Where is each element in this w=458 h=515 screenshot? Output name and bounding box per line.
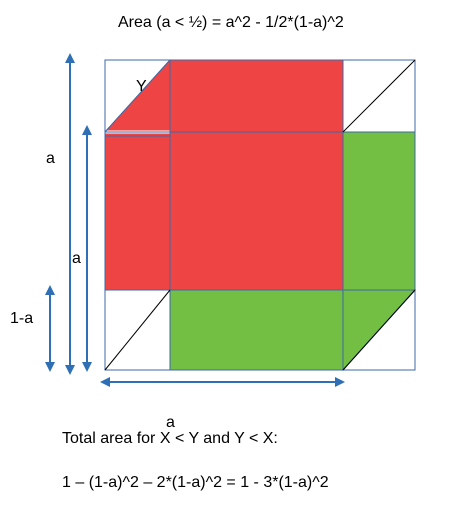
diag-top-right bbox=[342, 59, 416, 133]
footer-line-2: 1 – (1-a)^2 – 2*(1-a)^2 = 1 - 3*(1-a)^2 bbox=[62, 474, 329, 491]
label-one-minus-a: 1-a bbox=[10, 310, 34, 327]
page-title: Area (a < ½) = a^2 - 1/2*(1-a)^2 bbox=[118, 14, 344, 31]
label-a-outer: a bbox=[46, 150, 55, 167]
diag-bottom-right bbox=[342, 289, 416, 371]
label-y: Y bbox=[136, 78, 147, 95]
diag-bottom-left bbox=[104, 289, 171, 371]
outer-square bbox=[104, 59, 416, 371]
green-bottom-region bbox=[169, 289, 417, 371]
label-a-inner: a bbox=[72, 250, 81, 267]
footer-line-1: Total area for X < Y and Y < X: bbox=[62, 430, 278, 447]
diag-top-left bbox=[104, 59, 171, 133]
label-a-bottom: a bbox=[166, 414, 175, 431]
